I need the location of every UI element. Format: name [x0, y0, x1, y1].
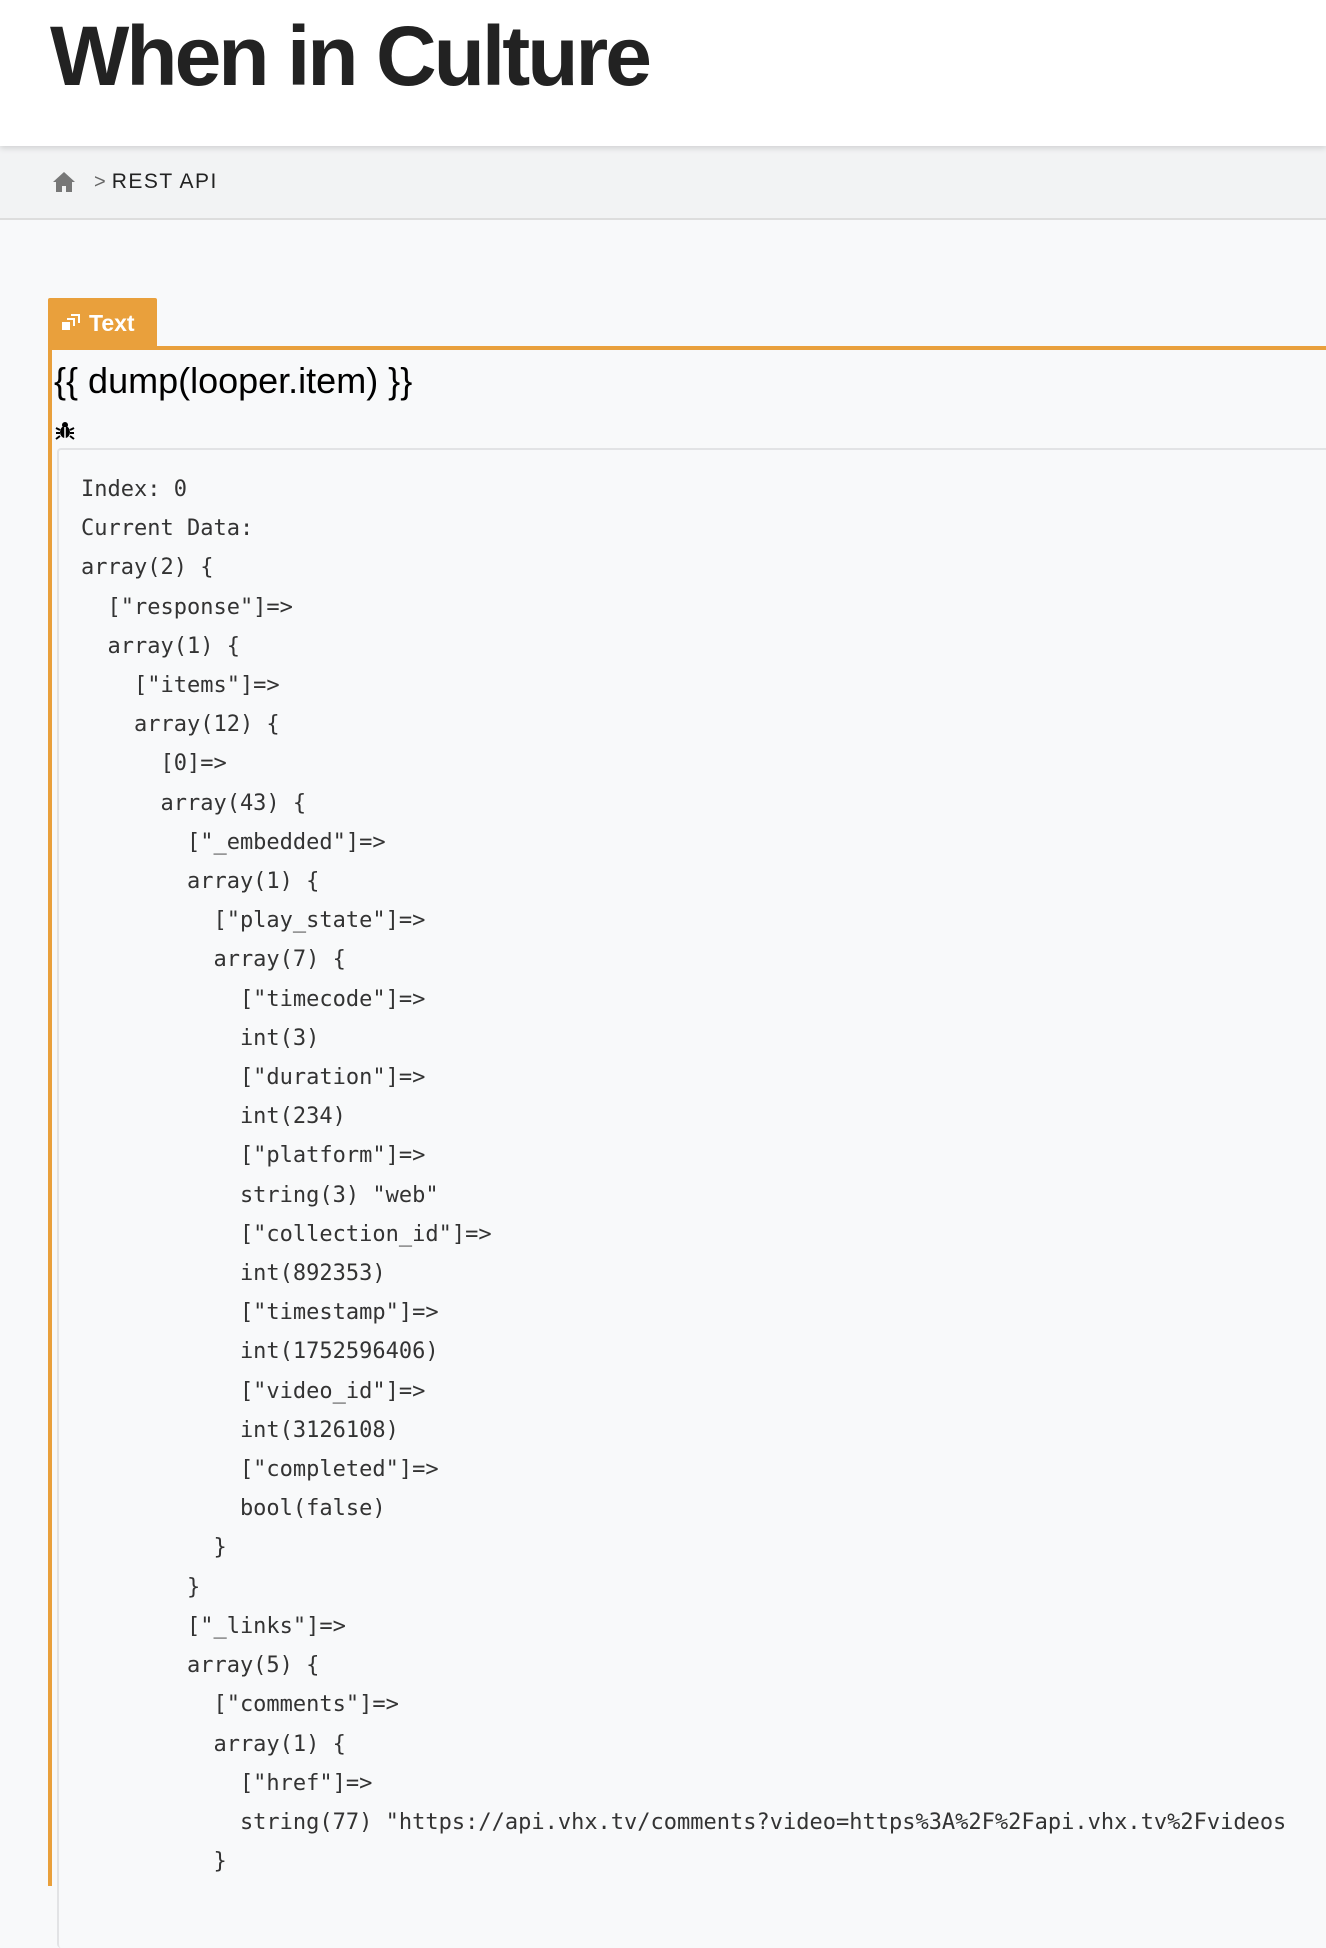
site-title[interactable]: When in Culture: [50, 9, 652, 103]
dump-line: ["play_state"]=>: [81, 908, 426, 934]
breadcrumb: > REST API: [0, 146, 1326, 220]
dump-line: string(3) "web": [81, 1182, 439, 1208]
bug-icon[interactable]: [55, 420, 75, 446]
home-icon[interactable]: [52, 171, 76, 193]
dump-line: ["duration"]=>: [81, 1065, 426, 1091]
dump-line: string(77) "https://api.vhx.tv/comments?…: [81, 1809, 1287, 1835]
dump-line: array(5) {: [81, 1653, 320, 1679]
dump-line: int(1752596406): [81, 1339, 439, 1365]
panel-heading: {{ dump(looper.item) }}: [54, 360, 413, 401]
dump-output: Index: 0 Current Data: array(2) { ["respon…: [57, 448, 1326, 1948]
tab-label: Text: [89, 309, 135, 336]
site-header: When in Culture: [0, 0, 1326, 146]
text-panel: {{ dump(looper.item) }} Index: 0 Current …: [48, 346, 1326, 1948]
dump-line: Current Data:: [81, 516, 254, 542]
dump-line: [0]=>: [81, 751, 227, 777]
dump-line: array(12) {: [81, 712, 280, 738]
dump-line: ["timecode"]=>: [81, 986, 426, 1012]
dump-line: ["_links"]=>: [81, 1613, 346, 1639]
dump-line: int(892353): [81, 1261, 386, 1287]
breadcrumb-current: REST API: [111, 170, 218, 193]
dump-line: ["timestamp"]=>: [81, 1300, 439, 1326]
dump-line: Index: 0: [81, 477, 187, 502]
dump-line: int(3): [81, 1025, 320, 1051]
dump-line: }: [81, 1535, 227, 1561]
dump-line: }: [81, 1574, 201, 1600]
dump-line: ["platform"]=>: [81, 1143, 426, 1169]
dump-line: array(1) {: [81, 633, 240, 659]
dump-line: int(234): [81, 1104, 346, 1130]
dump-line: ["href"]=>: [81, 1770, 373, 1796]
dump-line: array(1) {: [81, 1731, 346, 1757]
dump-line: array(2) {: [81, 555, 214, 581]
dump-line: ["comments"]=>: [81, 1692, 399, 1718]
dump-line: array(43) {: [81, 790, 307, 816]
tab-text[interactable]: Text: [48, 298, 157, 348]
dump-line: array(7) {: [81, 947, 346, 973]
dump-line: ["completed"]=>: [81, 1457, 439, 1483]
dump-line: int(3126108): [81, 1417, 399, 1443]
dump-line: bool(false): [81, 1496, 386, 1522]
dump-line: ["response"]=>: [81, 594, 293, 620]
dump-line: ["items"]=>: [81, 673, 280, 699]
dump-line: ["collection_id"]=>: [81, 1221, 492, 1247]
dump-line: }: [81, 1849, 227, 1875]
dump-line: ["_embedded"]=>: [81, 829, 386, 855]
dump-line: ["video_id"]=>: [81, 1378, 426, 1404]
dump-line: array(1) {: [81, 869, 320, 895]
breadcrumb-separator: >: [94, 170, 106, 193]
window-restore-icon: [61, 310, 81, 337]
